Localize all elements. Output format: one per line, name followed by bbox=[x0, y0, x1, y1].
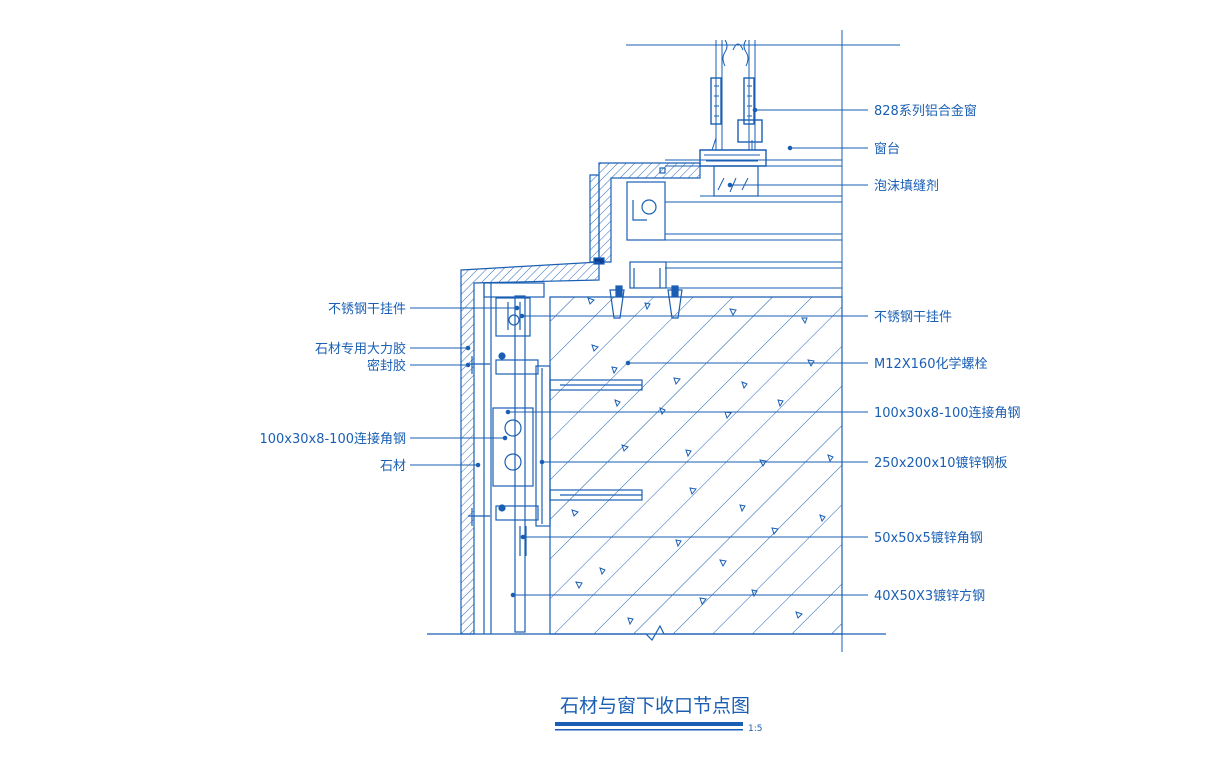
drawing-scale: 1:5 bbox=[748, 724, 762, 734]
label-galvanized-tube: 40X50X3镀锌方钢 bbox=[874, 588, 985, 604]
label-window: 828系列铝合金窗 bbox=[874, 103, 977, 119]
label-connect-angle-left: 100x30x8-100连接角钢 bbox=[259, 431, 406, 447]
label-stone-adhesive: 石材专用大力胶 bbox=[315, 341, 406, 357]
label-ss-hanger-left: 不锈钢干挂件 bbox=[328, 302, 406, 317]
label-sealant: 密封胶 bbox=[367, 358, 406, 374]
label-galvanized-angle: 50x50x5镀锌角钢 bbox=[874, 530, 983, 546]
label-chemical-bolt: M12X160化学螺栓 bbox=[874, 356, 987, 372]
upper-stone-return bbox=[589, 162, 701, 289]
label-galvanized-plate: 250x200x10镀锌钢板 bbox=[874, 455, 1008, 471]
label-window-sill: 窗台 bbox=[874, 141, 900, 157]
steel-frame bbox=[468, 282, 683, 633]
concrete-wall bbox=[549, 296, 843, 641]
drawing-title: 石材与窗下收口节点图 bbox=[560, 695, 750, 717]
label-foam-filler: 泡沫填缝剂 bbox=[874, 179, 939, 194]
label-connect-angle-right: 100x30x8-100连接角钢 bbox=[874, 405, 1021, 421]
stone-cladding bbox=[427, 261, 886, 635]
leader-lines bbox=[410, 107, 868, 598]
title-block: 石材与窗下收口节点图 1:5 bbox=[555, 695, 762, 734]
aluminum-window-frame bbox=[699, 39, 767, 197]
left-labels: 不锈钢干挂件 石材专用大力胶 密封胶 100x30x8-100连接角钢 石材 bbox=[259, 302, 406, 474]
title-underline-thin bbox=[555, 729, 743, 731]
label-stone: 石材 bbox=[380, 459, 406, 474]
label-ss-hanger-right: 不锈钢干挂件 bbox=[874, 310, 952, 325]
right-labels: 828系列铝合金窗 窗台 泡沫填缝剂 不锈钢干挂件 M12X160化学螺栓 10… bbox=[874, 103, 1021, 604]
title-underline-thick bbox=[555, 722, 743, 726]
